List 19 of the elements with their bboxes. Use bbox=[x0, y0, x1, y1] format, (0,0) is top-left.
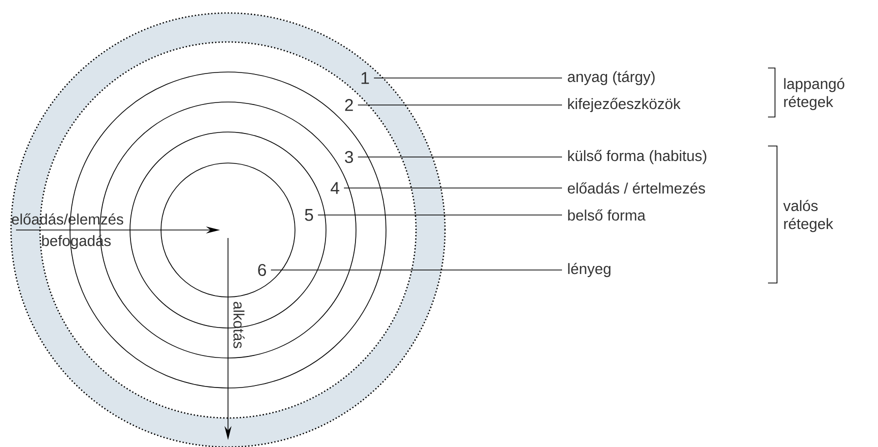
group-label: valós rétegek bbox=[783, 200, 834, 232]
layer-name: előadás / értelmezés bbox=[568, 182, 706, 194]
layer-name: belső forma bbox=[568, 209, 646, 221]
layer-number: 3 bbox=[344, 150, 353, 164]
layer-number: 1 bbox=[362, 72, 369, 84]
layer-number: 2 bbox=[345, 99, 353, 111]
leader-line bbox=[358, 156, 562, 158]
group-label: lappangó rétegek bbox=[784, 78, 844, 110]
layer-number: 4 bbox=[330, 182, 340, 194]
layer-name: lényeg bbox=[568, 262, 610, 278]
arrow-label: alkotás bbox=[233, 302, 245, 348]
leader-line bbox=[358, 104, 562, 106]
leader-line bbox=[318, 214, 562, 216]
layer-number: 5 bbox=[304, 209, 314, 221]
ring-circle bbox=[160, 162, 296, 298]
layer-name: anyag (tárgy) bbox=[568, 70, 655, 86]
layer-number: 6 bbox=[258, 264, 266, 276]
layer-name: kifejezőeszközök bbox=[568, 98, 681, 112]
layer-name: külső forma (habitus) bbox=[568, 150, 706, 164]
